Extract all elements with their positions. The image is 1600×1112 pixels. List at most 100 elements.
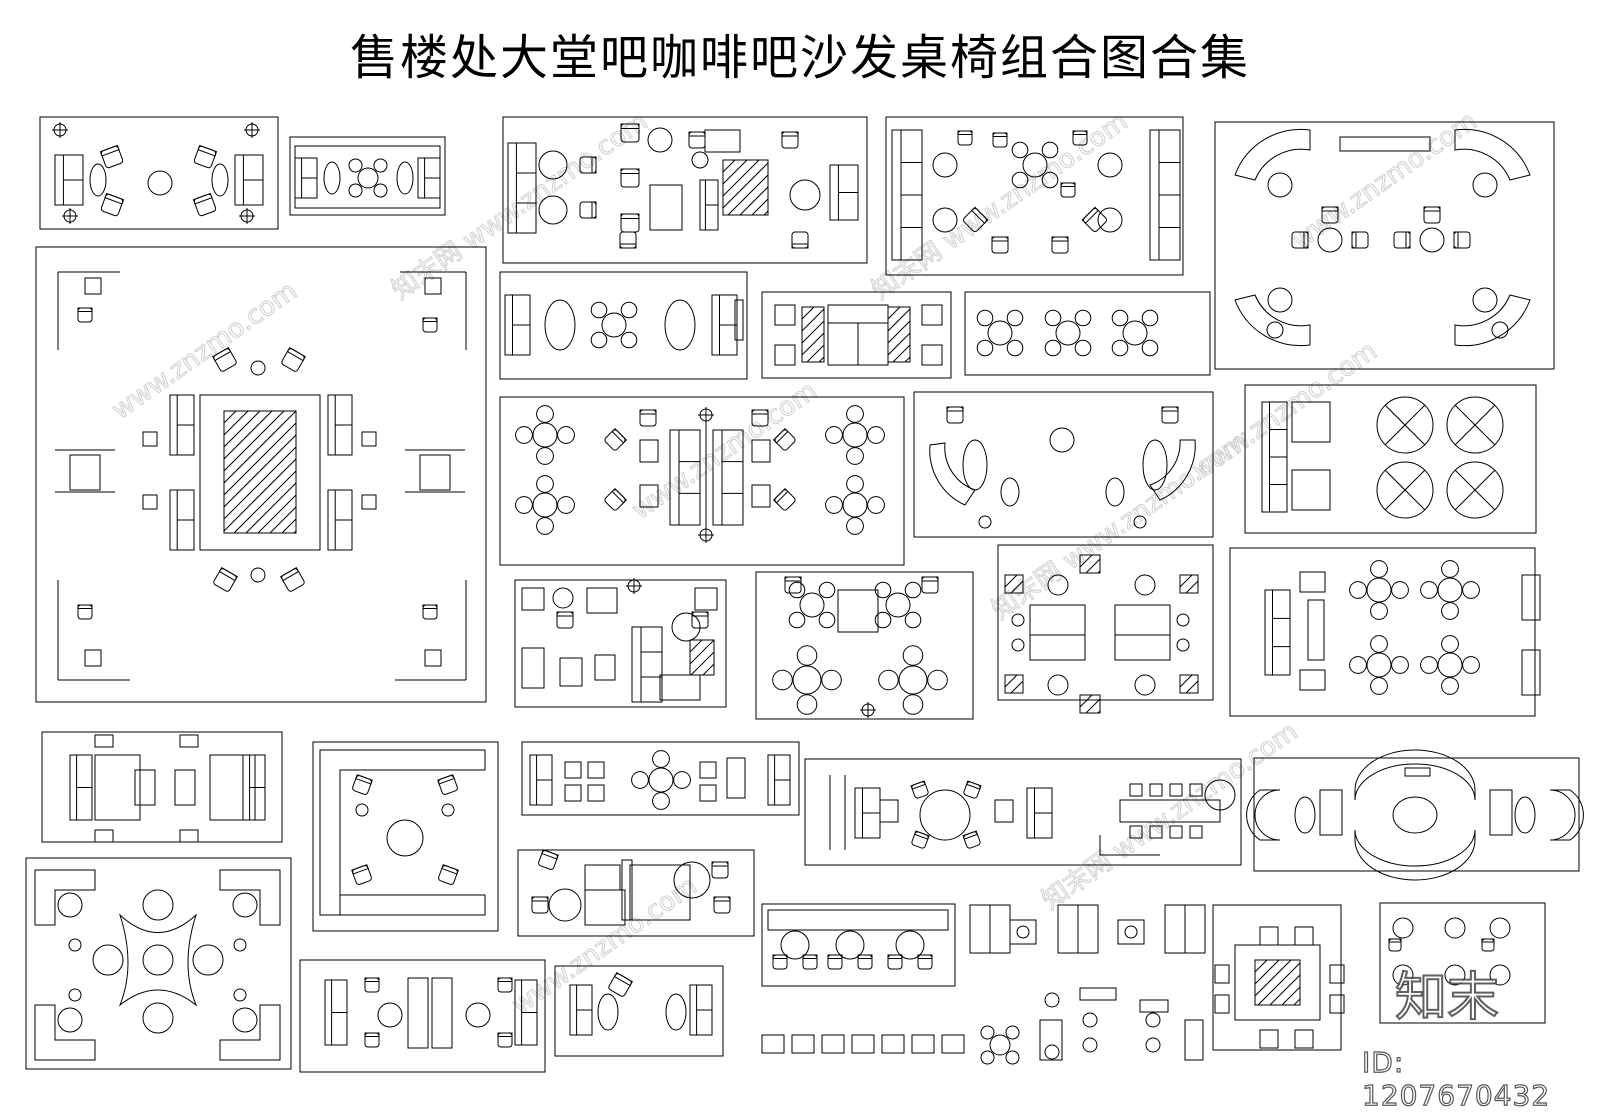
sofa xyxy=(54,154,84,206)
armchair-seat xyxy=(887,954,903,970)
oval-table xyxy=(89,163,107,197)
armchair-back xyxy=(921,576,939,582)
hatch-line xyxy=(689,639,703,653)
rug xyxy=(887,306,911,363)
table-set xyxy=(1376,461,1434,519)
sofa xyxy=(514,979,538,1046)
panel-border xyxy=(299,959,546,1073)
round-table xyxy=(532,492,558,518)
hatch-line xyxy=(1257,962,1301,1006)
round-table xyxy=(1376,461,1434,519)
hatch-line xyxy=(690,651,715,676)
armchair-seat xyxy=(761,1034,785,1054)
side-table xyxy=(594,654,616,681)
round-table xyxy=(548,888,582,922)
panel-border xyxy=(502,116,868,264)
round-table xyxy=(842,422,868,448)
petal-chair xyxy=(788,581,806,599)
round-table xyxy=(1134,574,1156,596)
sofa-back xyxy=(569,984,578,1036)
floor-lamp xyxy=(62,208,78,224)
armchair-back xyxy=(351,864,369,875)
hatch-line xyxy=(751,198,769,216)
stool xyxy=(179,829,199,843)
armchair-back xyxy=(1405,231,1411,249)
petal-chair xyxy=(348,183,363,198)
armchair xyxy=(887,954,903,970)
round-table xyxy=(1011,613,1025,627)
panel-lounge-13 xyxy=(755,571,974,720)
armchair xyxy=(1351,231,1369,249)
petal-chair xyxy=(557,426,575,444)
round-table xyxy=(1267,287,1293,313)
hatch-line xyxy=(223,410,273,460)
petal-chair xyxy=(1462,581,1480,599)
floor-lamp xyxy=(698,407,714,423)
armchair xyxy=(620,168,640,188)
sofa-back xyxy=(294,157,303,199)
bar-stool xyxy=(1129,783,1143,797)
side-table xyxy=(521,647,545,689)
armchair-back xyxy=(613,972,633,987)
armchair xyxy=(921,576,939,594)
round-table xyxy=(885,592,911,618)
petal-chair xyxy=(818,611,836,629)
round-table xyxy=(142,1002,174,1034)
watermark-text: www.znzmo.com xyxy=(1287,106,1483,256)
armchair-seat xyxy=(604,429,626,451)
sofa xyxy=(1149,129,1181,261)
round-table xyxy=(1472,172,1498,198)
petal-chair xyxy=(867,496,885,514)
panel-border xyxy=(517,849,755,937)
table-set xyxy=(788,581,836,629)
armchair-back xyxy=(1161,406,1179,412)
petal-chair xyxy=(1141,309,1159,327)
hatch-line xyxy=(1281,986,1301,1006)
sofa xyxy=(711,294,738,356)
sofa-frame xyxy=(1029,604,1086,636)
floor-lamp xyxy=(860,702,876,718)
sofa-back xyxy=(327,394,336,456)
armchair xyxy=(620,123,640,143)
petal-chair xyxy=(1006,309,1024,327)
coffee-table xyxy=(649,184,683,231)
armchair xyxy=(1072,130,1088,146)
watermark-text: 知末网 www.znzmo.com xyxy=(1037,717,1303,916)
sofa-back xyxy=(711,294,720,356)
hatch-line xyxy=(223,422,297,496)
bar-stool xyxy=(1149,783,1163,797)
armchair xyxy=(422,604,438,620)
oval-table xyxy=(1294,796,1316,834)
round-table xyxy=(1022,152,1048,178)
armchair xyxy=(688,131,706,149)
armchair xyxy=(772,487,796,511)
hatch-line xyxy=(1079,554,1093,568)
panel-border xyxy=(39,116,279,230)
round-table xyxy=(1016,925,1030,939)
sofa-back xyxy=(1026,787,1035,839)
sofa-back xyxy=(1264,589,1273,676)
round-table xyxy=(1011,638,1025,652)
armchair xyxy=(963,780,982,799)
side-table xyxy=(1097,152,1123,178)
petal-chair xyxy=(1420,581,1438,599)
sofa xyxy=(507,142,537,234)
sofa-back xyxy=(631,626,642,703)
round-table xyxy=(895,930,925,960)
petal-chair xyxy=(1420,656,1438,674)
armchair-seat xyxy=(711,861,729,879)
panel-lounge-9 xyxy=(499,396,905,566)
petal-chair xyxy=(1011,141,1029,159)
armchair-seat xyxy=(857,954,873,970)
armchair xyxy=(100,192,125,217)
armchair xyxy=(781,131,799,149)
panel-lounge-10 xyxy=(913,391,1214,538)
dining-chair xyxy=(1329,994,1345,1014)
table-set xyxy=(1446,396,1504,454)
round-table xyxy=(780,930,810,960)
petal-chair xyxy=(1044,309,1062,327)
oval-table xyxy=(1000,477,1020,507)
armchair-seat xyxy=(827,954,843,970)
panel-border xyxy=(25,857,292,1070)
sofa xyxy=(417,157,441,199)
